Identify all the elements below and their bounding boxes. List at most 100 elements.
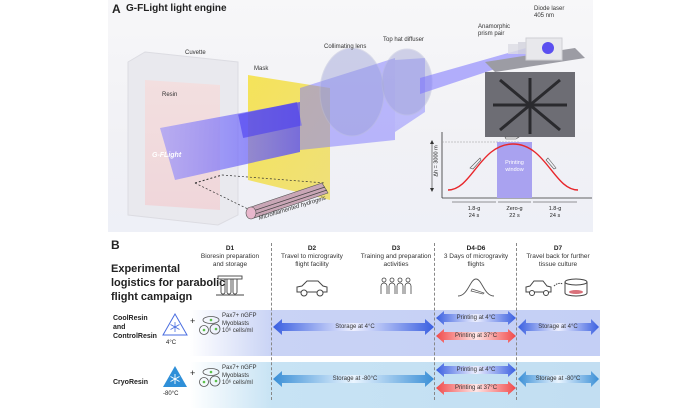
label-mask: Mask bbox=[254, 66, 269, 72]
phase-3-duration: 24 s bbox=[549, 213, 561, 219]
phase-2-duration: 22 s bbox=[509, 213, 520, 219]
beam-segment-3 bbox=[395, 58, 425, 132]
day-desc-d1-line2: and storage bbox=[212, 261, 248, 268]
day-desc-d4-line2: flights bbox=[467, 261, 485, 268]
airplane-icon-climb bbox=[469, 157, 482, 170]
myoblast-cells-icon bbox=[199, 316, 221, 335]
day-header-d1: D1 Bioresin preparation and storage bbox=[190, 245, 270, 269]
panel-a-title: G-FLight light engine bbox=[126, 3, 227, 14]
day-desc-d7-line2: tissue culture bbox=[538, 261, 578, 268]
airplane-icon-top bbox=[504, 136, 520, 140]
row2-cell-line2: Myoblasts bbox=[222, 372, 250, 379]
row2-storage-after-label: Storage at -80°C bbox=[535, 376, 581, 382]
row1-storage-after-label: Storage at 4°C bbox=[538, 324, 578, 330]
row1-cell-info: Pax7+ nGFP Myoblasts 10⁶ cells/ml bbox=[222, 313, 257, 336]
phase-2-g: Zero-g bbox=[506, 206, 523, 212]
row1-name-line1: CoolResin bbox=[113, 315, 148, 322]
row2-printing-cold-label: Printing at 4°C bbox=[456, 367, 496, 373]
row1-printing-cold-label: Printing at 4°C bbox=[456, 315, 496, 321]
storage-arrow-row1-before bbox=[273, 319, 434, 335]
row1-printing-warm-label: Printing at 37°C bbox=[454, 333, 498, 339]
row1-cell-line2: Myoblasts bbox=[222, 320, 250, 327]
row2-temp: -80°C bbox=[163, 391, 179, 397]
storage-arrow-row1-after bbox=[518, 319, 599, 335]
parabola-curve bbox=[447, 143, 579, 191]
separator-d3-d4 bbox=[434, 243, 435, 400]
phase-3-g: 1.8-g bbox=[548, 206, 562, 212]
day-desc-d1-line1: Bioresin preparation bbox=[200, 253, 260, 260]
day-header-d2: D2 Travel to microgravity flight facilit… bbox=[272, 245, 352, 269]
airplane-icon-descent bbox=[545, 157, 557, 170]
patterned-beam bbox=[238, 102, 302, 138]
printing-window-label: Printing window bbox=[497, 160, 532, 174]
day-header-d7: D7 Travel back for further tissue cultur… bbox=[516, 245, 600, 269]
day-label-d4-d6: D4-D6 bbox=[466, 245, 486, 252]
printing-window-line1: Printing bbox=[505, 160, 524, 166]
row-band-coolresin bbox=[190, 310, 600, 356]
printing-cold-arrow-row2 bbox=[436, 363, 516, 377]
diode-laser-assembly bbox=[485, 37, 585, 137]
day-header-d4-d6: D4-D6 3 Days of microgravity flights bbox=[436, 245, 516, 269]
day-label-d7: D7 bbox=[553, 245, 563, 252]
label-prism-line1: Anamorphic bbox=[478, 24, 511, 30]
label-prism-line2: prism pair bbox=[478, 31, 505, 37]
printing-window-line2: window bbox=[505, 167, 524, 173]
separator-d1-d2 bbox=[271, 243, 272, 400]
test-tubes-icon bbox=[216, 275, 244, 296]
row1-cell-line3: 10⁶ cells/ml bbox=[222, 328, 253, 334]
row1-storage-before-label: Storage at 4°C bbox=[335, 324, 375, 330]
car-petri-dish-icon bbox=[525, 278, 588, 297]
day-header-d3: D3 Training and preparation activities bbox=[354, 245, 438, 269]
day-desc-d7-line1: Travel back for further bbox=[526, 253, 590, 260]
people-group-icon bbox=[380, 277, 412, 294]
row1-temp: 4°C bbox=[166, 340, 177, 346]
collimating-lens bbox=[319, 47, 385, 137]
panel-b-title-line2: logistics for parabolic bbox=[111, 277, 226, 289]
storage-arrow-row2-after bbox=[518, 371, 599, 387]
label-laser-line2: 405 nm bbox=[534, 13, 555, 19]
label-collimating-lens: Collimating lens bbox=[324, 44, 367, 50]
beam-segment-4 bbox=[420, 44, 540, 94]
printing-cold-arrow-row1 bbox=[436, 311, 516, 325]
beam-segment-2 bbox=[300, 58, 395, 150]
row2-cell-info: Pax7+ nGFP Myoblasts 10⁶ cells/ml bbox=[222, 365, 257, 388]
day-desc-d3-line1: Training and preparation bbox=[360, 253, 432, 260]
row1-cell-line1: Pax7+ nGFP bbox=[222, 313, 257, 319]
day-label-d2: D2 bbox=[307, 245, 317, 252]
microfilamented-hydrogel bbox=[194, 174, 329, 220]
day-label-d3: D3 bbox=[391, 245, 401, 252]
row1-name-line3: ControlResin bbox=[113, 333, 157, 340]
day-desc-d2-line2: flight facility bbox=[295, 261, 329, 268]
plus-sign-row2: + bbox=[190, 368, 196, 378]
row1-name-line2: and bbox=[113, 324, 126, 331]
panel-b-letter: B bbox=[111, 238, 120, 252]
label-top-hat-diffuser: Top hat diffuser bbox=[383, 37, 424, 43]
row2-printing-warm-label: Printing at 37°C bbox=[454, 385, 498, 391]
car-icon bbox=[296, 280, 328, 297]
row2-name-line1: CryoResin bbox=[113, 379, 149, 386]
label-laser-line1: Diode laser bbox=[534, 6, 565, 12]
panel-a-letter: A bbox=[112, 2, 121, 16]
row2-storage-before-label: Storage at -80°C bbox=[332, 376, 378, 382]
snowflake-triangle-filled-icon bbox=[163, 366, 187, 387]
row2-cell-line1: Pax7+ nGFP bbox=[222, 365, 257, 371]
phase-1-g: 1.8-g bbox=[467, 206, 481, 212]
day-desc-d4-line1: 3 Days of microgravity bbox=[443, 253, 509, 260]
myoblast-cells-icon bbox=[199, 368, 221, 387]
separator-d6-d7 bbox=[516, 243, 517, 400]
storage-arrow-row2-before bbox=[273, 371, 434, 387]
parabola-plane-icon bbox=[457, 278, 495, 297]
label-cuvette: Cuvette bbox=[185, 50, 206, 56]
row-label-cryoresin: CryoResin bbox=[113, 378, 148, 387]
printing-window-area bbox=[497, 142, 532, 198]
panel-b-title: Experimental logistics for parabolic fli… bbox=[111, 262, 225, 304]
day-desc-d3-line2: activities bbox=[383, 261, 409, 268]
g-flight-logo: G-FLight bbox=[152, 152, 182, 159]
light-engine-illustration bbox=[127, 37, 585, 226]
